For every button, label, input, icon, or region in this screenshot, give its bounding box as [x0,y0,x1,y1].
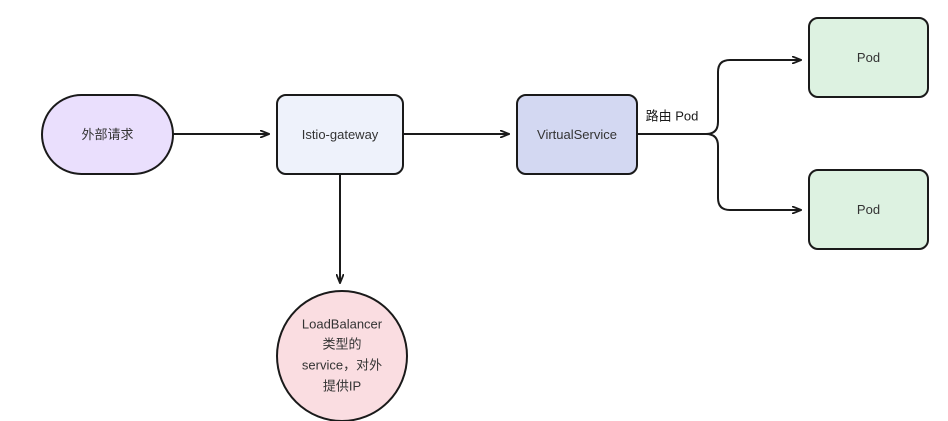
virtual-service-shape[interactable] [516,94,638,175]
istio-gateway-label: Istio-gateway [302,127,379,142]
virtual-service-label: VirtualService [537,127,617,142]
loadbalancer-service-label-line3: service，对外 [302,357,382,372]
loadbalancer-service-label-line4: 提供IP [323,378,361,393]
node-virtual-service[interactable]: VirtualService [516,94,638,175]
pod-bottom-label: Pod [857,202,880,217]
external-request-label: 外部请求 [81,127,133,142]
pod-top-label: Pod [857,50,880,65]
loadbalancer-service-label-line1: LoadBalancer [302,316,383,331]
pod-bottom-shape[interactable] [808,169,929,250]
node-pod-top[interactable]: Pod [808,17,929,98]
node-istio-gateway[interactable]: Istio-gateway [276,94,404,175]
node-pod-bottom[interactable]: Pod [808,169,929,250]
node-external-request[interactable]: 外部请求 [41,94,174,175]
node-loadbalancer-service[interactable]: LoadBalancer 类型的 service，对外 提供IP [276,290,408,421]
pod-top-shape[interactable] [808,17,929,98]
edge-virtualservice-to-pod-bottom-line [705,133,801,210]
edge-virtualservice-to-pod-bottom [705,133,801,210]
loadbalancer-service-shape[interactable] [276,290,408,421]
edge-virtualservice-to-pod-top-line [637,60,801,135]
istio-gateway-shape[interactable] [276,94,404,175]
edge-virtualservice-to-pod-top [637,60,801,135]
external-request-shape[interactable] [41,94,174,175]
loadbalancer-service-label-line2: 类型的 [322,336,361,351]
edge-label-route-pod: 路由 Pod [646,108,699,123]
